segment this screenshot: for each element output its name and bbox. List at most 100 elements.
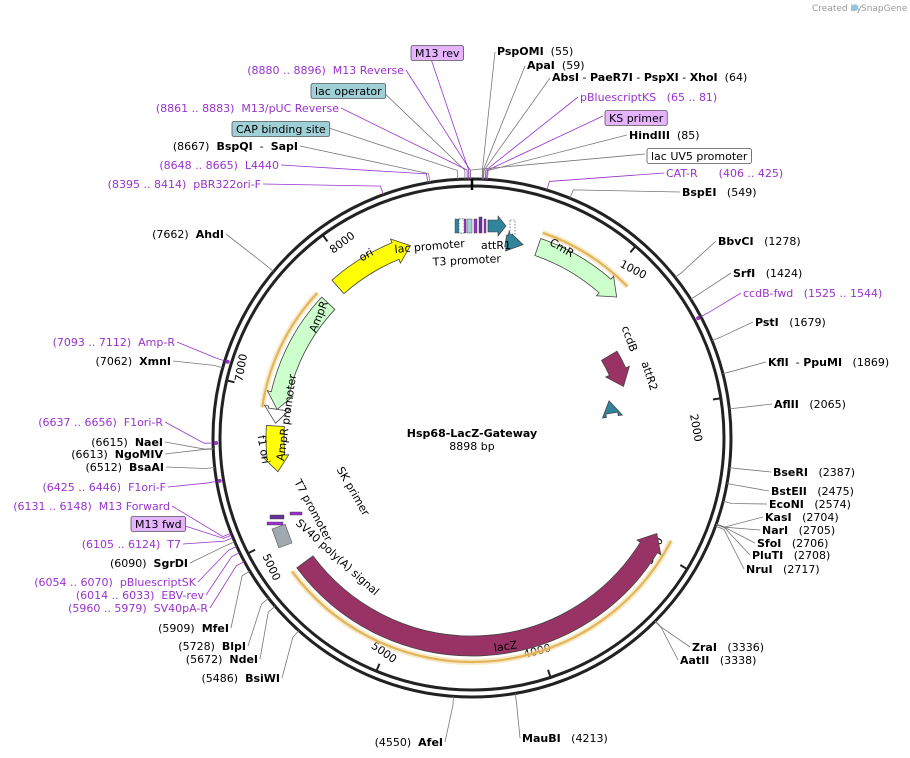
feature-lacz[interactable]	[296, 532, 662, 657]
annotation-ccdbfwd[interactable]: ccdB-fwd (1525 .. 1544)	[743, 287, 882, 300]
leader-line-m13fwdlong	[171, 505, 232, 538]
annotation-m13puc[interactable]: (8861 .. 8883) M13/pUC Reverse	[156, 102, 339, 115]
annotation-box	[310, 83, 387, 99]
annotation-label: ccdB-fwd (1525 .. 1544)	[743, 287, 882, 300]
annotation-m13rev[interactable]: M13 rev	[410, 45, 464, 61]
annotation-catr[interactable]: CAT-R (406 .. 425)	[666, 167, 783, 180]
annotation-box	[231, 121, 331, 137]
leader-line-bbv	[675, 240, 717, 278]
annotation-part: XmnI	[139, 355, 171, 368]
annotation-label: (5672) NdeI	[186, 653, 258, 666]
annotation-kfl[interactable]: KflI - PpuMI (1869)	[768, 356, 889, 369]
leader-line-ampr	[176, 341, 225, 362]
annotation-ebv[interactable]: (6014 .. 6033) EBV-rev	[76, 589, 205, 602]
leader-line-m13reverse	[405, 69, 471, 180]
annotation-nar[interactable]: NarI (2705)	[762, 524, 835, 537]
annotation-hind[interactable]: HindIII (85)	[629, 129, 700, 142]
annotation-m13fwdlong[interactable]: (6131 .. 6148) M13 Forward	[13, 500, 170, 513]
feature-cmr[interactable]	[534, 238, 618, 298]
annotation-srf[interactable]: SrfI (1424)	[733, 267, 802, 280]
annotation-part: ApaI	[527, 59, 555, 72]
leader-line-hind	[487, 134, 628, 180]
annotation-part: (5960 .. 5979) SV40pA-R	[68, 602, 208, 615]
t7-mark	[269, 514, 285, 520]
annotation-ahd[interactable]: (7662) AhdI	[152, 228, 224, 241]
annotation-part: KflI	[768, 356, 789, 369]
annotation-maub[interactable]: MauBI (4213)	[522, 732, 608, 745]
annotation-sgr[interactable]: (6090) SgrDI	[110, 557, 188, 570]
annotation-label: (5960 .. 5979) SV40pA-R	[68, 602, 208, 615]
annotation-lacop[interactable]: lac operator	[310, 83, 387, 99]
annotation-part: (2705)	[788, 524, 835, 537]
leader-line-plu	[715, 524, 751, 556]
annotation-box	[646, 148, 752, 164]
annotation-sfo[interactable]: SfoI (2706)	[757, 537, 828, 550]
annotation-label: (8667) BspQI - SapI	[173, 140, 298, 153]
annotation-label: (5909) MfeI	[158, 622, 229, 635]
annotation-label: (6054 .. 6070) pBluescriptSK	[34, 576, 197, 589]
annotation-pst[interactable]: PstI (1679)	[755, 316, 826, 329]
annotation-bsiwi[interactable]: (5486) BsiWI	[201, 672, 280, 685]
annotation-ngo[interactable]: (6613) NgoMIV	[71, 448, 163, 461]
feature-ampr[interactable]	[266, 296, 336, 410]
annotation-absi[interactable]: AbsI - PaeR7I - PspXI - XhoI (64)	[552, 71, 747, 84]
feature-ampr-promoter[interactable]	[263, 404, 292, 424]
annotation-label: (6613) NgoMIV	[71, 448, 163, 461]
feature-ori[interactable]	[331, 238, 412, 295]
annotation-nae[interactable]: (6615) NaeI	[91, 436, 163, 449]
annotation-t7[interactable]: (6105 .. 6124) T7	[82, 538, 181, 551]
annotation-plu[interactable]: PluTI (2708)	[752, 549, 830, 562]
feature-label-t3-promoter: T3 promoter	[431, 252, 501, 269]
annotation-afe[interactable]: (4550) AfeI	[375, 736, 443, 749]
annotation-mfe[interactable]: (5909) MfeI	[158, 622, 229, 635]
annotation-f1orif[interactable]: (6425 .. 6446) F1ori-F	[43, 481, 166, 494]
annotation-bspei[interactable]: BspEI (549)	[682, 186, 757, 199]
annotation-part: BlpI	[222, 640, 246, 653]
annotation-part: PpuMI	[803, 356, 842, 369]
annotation-aat[interactable]: AatII (3338)	[680, 654, 756, 667]
annotation-bsteii[interactable]: BstEII (2475)	[771, 485, 854, 498]
feature-attr1[interactable]	[504, 230, 524, 252]
annotation-lacuv5[interactable]: lac UV5 promoter	[646, 148, 752, 164]
feature-attr2[interactable]	[601, 400, 624, 419]
annotation-psp[interactable]: PspOMI (55)	[497, 45, 573, 58]
annotation-f1orir[interactable]: (6637 .. 6656) F1ori-R	[38, 416, 163, 429]
feature-ccdb[interactable]	[600, 350, 631, 388]
leader-line-m13rev	[429, 55, 470, 180]
annotation-xmn[interactable]: (7062) XmnI	[96, 355, 171, 368]
annotation-bbv[interactable]: BbvCI (1278)	[718, 235, 801, 248]
orf-lacz-glow	[289, 539, 674, 665]
annotations[interactable]: M13 rev PspOMI (55)ApaI (59)AbsI - PaeR7I…	[13, 45, 889, 749]
annotation-blp[interactable]: (5728) BlpI	[178, 640, 246, 653]
annotation-apa[interactable]: ApaI (59)	[527, 59, 584, 72]
leader-line-zra	[654, 620, 691, 648]
annotation-kas[interactable]: KasI (2704)	[765, 511, 839, 524]
annotation-ampr[interactable]: (7093 .. 7112) Amp-R	[53, 336, 176, 349]
tick-mark	[679, 564, 688, 571]
annotation-sv40r[interactable]: (5960 .. 5979) SV40pA-R	[68, 602, 208, 615]
annotation-l4440[interactable]: (8648 .. 8665) L4440	[159, 159, 279, 172]
annotation-part: BstEII	[771, 485, 807, 498]
annotation-eco[interactable]: EcoNI (2574)	[769, 498, 851, 511]
leader-line-cap	[325, 126, 459, 180]
annotation-part: -	[579, 71, 590, 84]
annotation-pbr[interactable]: (8395 .. 8414) pBR322ori-F	[108, 178, 261, 191]
annotation-afl[interactable]: AflII (2065)	[774, 398, 846, 411]
annotation-part: MauBI	[522, 732, 561, 745]
annotation-m13reverse[interactable]: (8880 .. 8896) M13 Reverse	[247, 64, 404, 77]
leader-line-m13fwd	[181, 524, 232, 539]
feature-f1-ori[interactable]	[261, 425, 290, 473]
annotation-bspqi[interactable]: (8667) BspQI - SapI	[173, 140, 298, 153]
annotation-nde[interactable]: (5672) NdeI	[186, 653, 258, 666]
annotation-pbsks[interactable]: pBluescriptKS (65 .. 81)	[580, 91, 717, 104]
annotation-m13fwd[interactable]: M13 fwd	[130, 516, 187, 532]
feature-attr1-arrow	[487, 215, 507, 237]
annotation-bseri[interactable]: BseRI (2387)	[773, 466, 855, 479]
annotation-ks[interactable]: KS primer	[604, 110, 668, 126]
annotation-nru[interactable]: NruI (2717)	[746, 563, 820, 576]
annotation-part: (549)	[716, 186, 756, 199]
annotation-pbssk[interactable]: (6054 .. 6070) pBluescriptSK	[34, 576, 197, 589]
annotation-zra[interactable]: ZraI (3336)	[692, 641, 764, 654]
annotation-cap[interactable]: CAP binding site	[231, 121, 331, 137]
annotation-bsaa[interactable]: (6512) BsaAI	[85, 461, 164, 474]
